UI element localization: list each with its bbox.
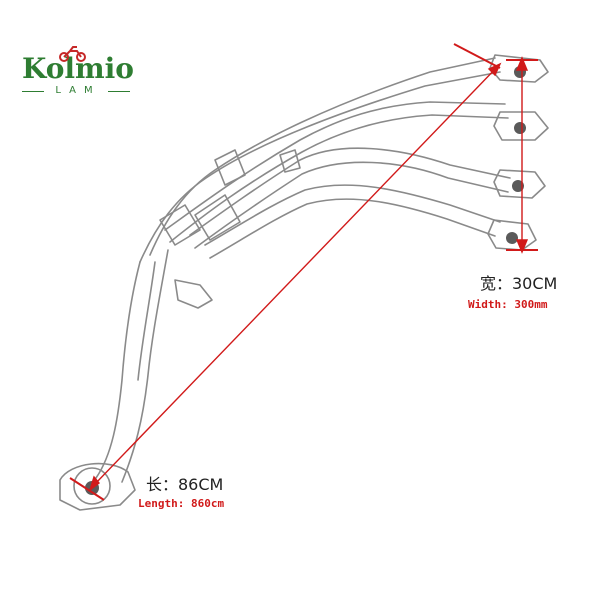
- logo-subtitle: LAM: [55, 85, 101, 96]
- length-tick-top: [453, 43, 501, 69]
- width-arrow-bottom: [515, 239, 529, 254]
- length-label-english: Length: 860cm: [138, 497, 225, 510]
- width-label: 宽：30CM: [480, 274, 558, 293]
- logo-rule-right: [108, 91, 130, 92]
- brand-logo: Kolmio LAM: [22, 46, 134, 100]
- length-arrow-top: [487, 62, 502, 77]
- motorcycle-icon: [59, 46, 86, 62]
- width-label-english: Width: 300mm: [468, 298, 548, 311]
- width-arrow-top: [515, 56, 529, 71]
- length-measure-line: [94, 63, 501, 485]
- logo-rule-left: [22, 91, 44, 92]
- length-arrow-bottom: [88, 475, 101, 492]
- length-tick-bottom: [69, 477, 105, 501]
- length-label: 长：86CM: [146, 475, 224, 494]
